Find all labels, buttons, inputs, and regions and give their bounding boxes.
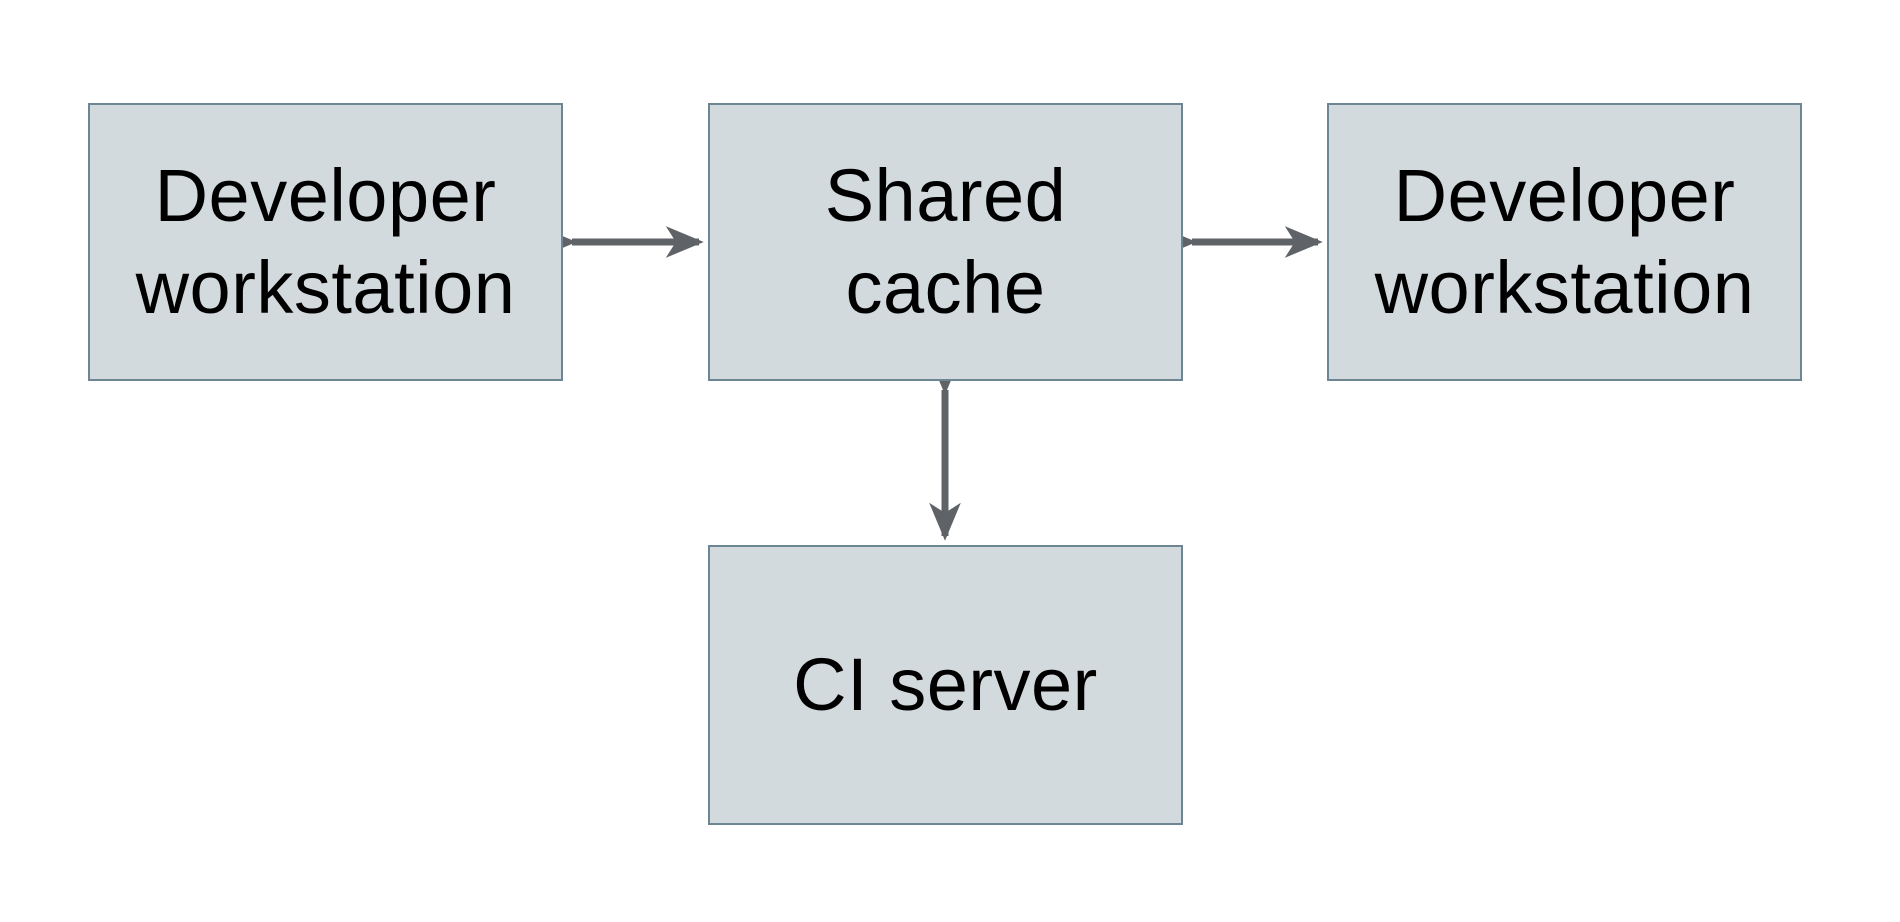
node-label-line: Developer xyxy=(154,154,497,237)
node-label-line: workstation xyxy=(135,246,516,329)
node-label-line: cache xyxy=(845,246,1046,329)
node-shared-cache: Shared cache xyxy=(708,103,1183,381)
node-label-line: CI server xyxy=(793,643,1098,726)
node-ci-server: CI server xyxy=(708,545,1183,825)
node-label-line: Developer xyxy=(1393,154,1736,237)
node-label-line: workstation xyxy=(1374,246,1755,329)
node-label-line: Shared xyxy=(824,154,1067,237)
node-developer-workstation-left: Developer workstation xyxy=(88,103,563,381)
node-developer-workstation-right: Developer workstation xyxy=(1327,103,1802,381)
